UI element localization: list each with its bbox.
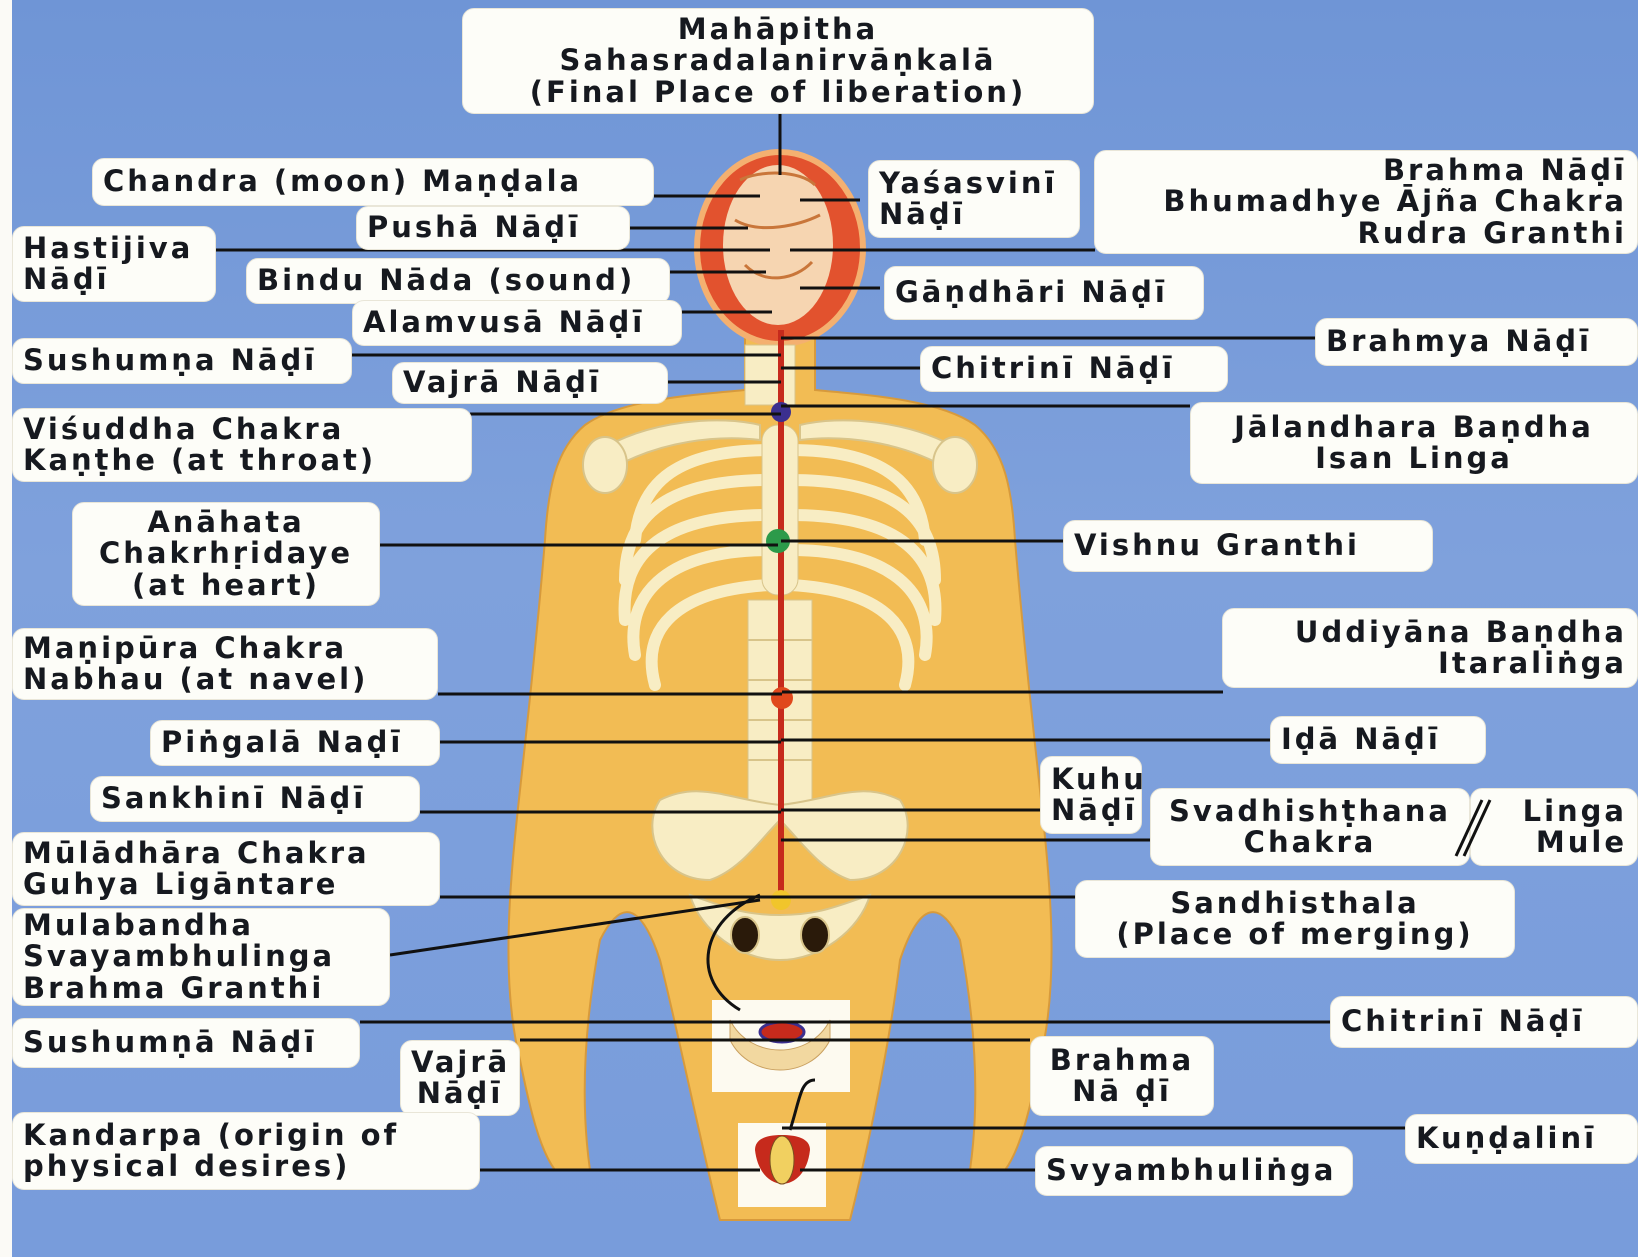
manipura-dot — [771, 687, 793, 709]
kundalini-inset — [738, 1123, 826, 1207]
label-chitrini-nadi-bottom: Chitrinī Nāḍī — [1330, 996, 1638, 1048]
label-chitrini-nadi-top: Chitrinī Nāḍī — [920, 346, 1228, 392]
double-slash-icon — [1452, 796, 1492, 860]
label-chandra-mandala: Chandra (moon) Maṇḍala — [92, 158, 654, 206]
pelvis-inset — [712, 1000, 850, 1092]
label-kandarpa: Kandarpa (origin of physical desires) — [12, 1112, 480, 1190]
muladhara-dot — [771, 890, 791, 910]
label-ida-nadi: Iḍā Nāḍī — [1270, 716, 1486, 764]
label-bindu-nada: Bindu Nāda (sound) — [246, 258, 670, 304]
label-muladhara-chakra: Mūlādhāra Chakra Guhya Ligāntare — [12, 832, 440, 906]
label-brahma-nadi-bottom: Brahma Nā ḍī — [1030, 1036, 1214, 1116]
label-uddiyana-bandha: Uddiyāna Baṇdha Itaraliṅga — [1222, 608, 1638, 688]
label-yasasvini-nadi: Yaśasvinī Nāḍī — [868, 160, 1080, 238]
head-brain — [697, 152, 863, 344]
label-mahapitha: Mahāpitha Sahasradalanirvāṇkalā (Final P… — [462, 8, 1094, 114]
label-mulabandha: Mulabandha Svayambhulinga Brahma Granthi — [12, 908, 390, 1006]
label-sushumna-nadi-bottom: Sushumṇā Nāḍī — [12, 1018, 360, 1068]
label-brahma-nadi-ajna-chakra: Brahma Nāḍī Bhumadhye Ājña Chakra Rudra … — [1094, 150, 1638, 254]
label-pusha-nadi: Pushā Nāḍī — [356, 206, 630, 250]
label-svyambhulinga: Svyambhuliṅga — [1035, 1146, 1353, 1196]
label-pingala-nadi: Piṅgalā Naḍī — [150, 720, 440, 766]
label-manipura-chakra: Maṇipūra Chakra Nabhau (at navel) — [12, 628, 438, 700]
label-hastijiva-nadi: Hastijiva Nāḍī — [12, 226, 216, 302]
label-sushumna-nadi-top: Sushumṇa Nāḍī — [12, 338, 352, 384]
label-sandhisthala: Sandhisthala (Place of merging) — [1075, 880, 1515, 958]
label-visuddha-chakra: Viśuddha Chakra Kaṇṭhe (at throat) — [12, 408, 472, 482]
label-vishnu-granthi: Vishnu Granthi — [1063, 520, 1433, 572]
label-sankhini-nadi: Sankhinī Nāḍī — [90, 776, 420, 822]
label-brahmya-nadi: Brahmya Nāḍī — [1315, 318, 1638, 366]
label-alamvusa-nadi: Alamvusā Nāḍī — [352, 300, 682, 346]
label-jalandhara-bandha: Jālandhara Baṇdha Isan Linga — [1190, 402, 1638, 484]
label-kuhu-nadi: Kuhu Nāḍī — [1040, 756, 1142, 834]
label-gandhari-nadi: Gāṇdhāri Nāḍī — [884, 266, 1204, 320]
label-kundalini: Kuṇḍalinī — [1405, 1114, 1638, 1164]
label-anahata-chakra: Anāhata Chakrhṛidaye (at heart) — [72, 502, 380, 606]
label-vajra-nadi-top: Vajrā Nāḍī — [392, 362, 668, 404]
label-vajra-nadi-bottom: Vajrā Nāḍī — [400, 1040, 520, 1116]
label-svadhishthana-chakra: Svadhishṭhana Chakra — [1150, 788, 1470, 866]
label-linga-mule: Linga Mule — [1470, 788, 1638, 866]
